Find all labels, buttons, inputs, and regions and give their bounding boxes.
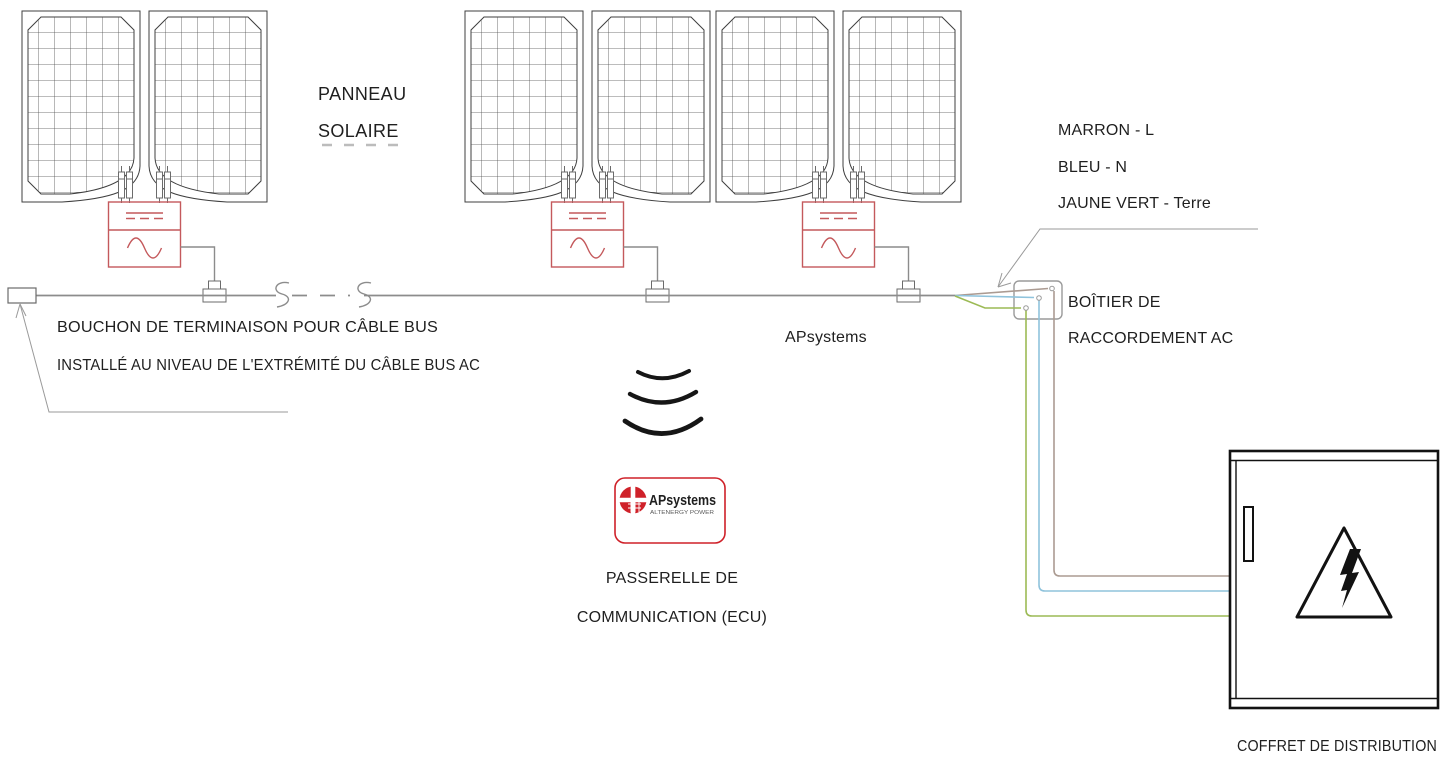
ecu-gateway-logo: APsystems ALTENERGY POWER: [614, 477, 726, 544]
microinverter-brand-label: APsystems: [785, 329, 867, 346]
panel-label-line1: PANNEAU: [318, 84, 407, 104]
junction-terminals: [1023, 285, 1055, 311]
panel-label-line2: SOLAIRE: [318, 121, 399, 141]
ecu-logo-subtext: ALTENERGY POWER: [650, 510, 714, 516]
legend-bleu: BLEU - N: [1058, 159, 1127, 176]
apsystems-logo-icon: [619, 486, 647, 514]
wire-vert: [954, 295, 1021, 309]
lightning-bolt-icon: [1340, 549, 1361, 608]
solar-panel-pair-3: [716, 11, 961, 302]
wire-marron: [954, 287, 1049, 297]
solar-panel-pair-1: [22, 11, 267, 302]
legend-marron: MARRON - L: [1058, 122, 1154, 139]
legend-jaune-vert: JAUNE VERT - Terre: [1058, 195, 1211, 212]
gateway-label-line2: COMMUNICATION (ECU): [577, 609, 767, 626]
wire-vert: [1025, 310, 1230, 617]
termination-note-line2: INSTALLÉ AU NIVEAU DE L'EXTRÉMITÉ DU CÂB…: [57, 355, 480, 374]
gateway-label-line1: PASSERELLE DE: [606, 570, 738, 587]
door-handle: [1243, 506, 1254, 562]
wire-legend-leader-arrow: [997, 228, 1258, 288]
panel-label: PANNEAU SOLAIRE: [318, 84, 408, 147]
bus-termination-cap: [7, 287, 37, 304]
gateway-label: PASSERELLE DE COMMUNICATION (ECU): [577, 570, 767, 626]
distribution-box: [1228, 449, 1440, 710]
wire-bleu: [954, 294, 1035, 299]
junction-label-line1: BOÎTIER DE: [1068, 292, 1161, 311]
cable-break-icon: [275, 281, 290, 308]
junction-label-line2: RACCORDEMENT AC: [1068, 330, 1233, 347]
wire-bleu: [1038, 300, 1230, 592]
cable-break-icon: [357, 281, 372, 308]
solar-panel-pair-2: [465, 11, 710, 302]
termination-note: BOUCHON DE TERMINAISON POUR CÂBLE BUS IN…: [57, 317, 480, 374]
ac-bus-cable: [36, 281, 955, 308]
junction-box-label: BOÎTIER DE RACCORDEMENT AC: [1068, 292, 1233, 347]
termination-note-line1: BOUCHON DE TERMINAISON POUR CÂBLE BUS: [57, 317, 438, 336]
wifi-signal-icon: [622, 369, 704, 436]
termination-leader-arrow: [15, 303, 288, 413]
wire-marron: [1053, 291, 1230, 577]
ecu-logo-text: APsystems: [649, 493, 716, 509]
warning-triangle-icon: [1295, 526, 1393, 619]
wire-color-legend: MARRON - L BLEU - N JAUNE VERT - Terre: [1058, 122, 1211, 212]
distribution-box-label: COFFRET DE DISTRIBUTION: [1237, 738, 1437, 755]
